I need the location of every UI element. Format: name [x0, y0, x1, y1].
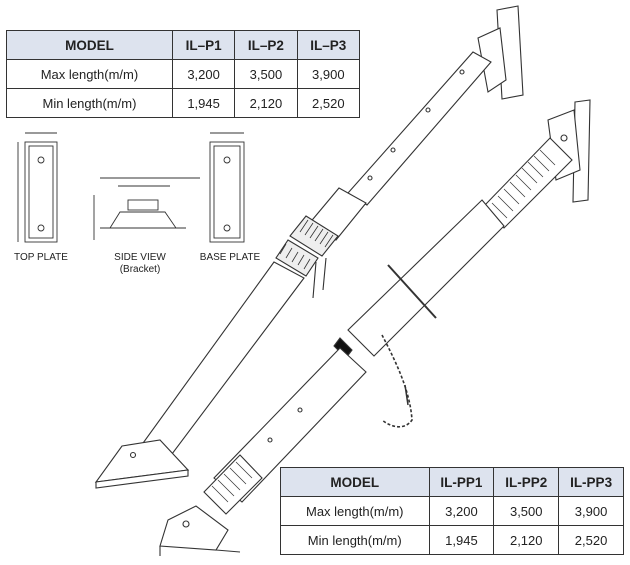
detail-side-view — [93, 177, 200, 240]
base-plate-label: BASE PLATE — [199, 252, 261, 263]
header-cell: MODEL — [280, 467, 430, 497]
row-label: Min length(m/m) — [280, 525, 430, 555]
table-cell: 3,200 — [171, 59, 236, 89]
row-label: Max length(m/m) — [6, 59, 173, 89]
table-cell: 2,520 — [558, 525, 624, 555]
header-cell: MODEL — [6, 30, 173, 60]
table-cell: 2,520 — [296, 88, 361, 118]
row-label: Min length(m/m) — [6, 88, 173, 118]
top-plate-label: TOP PLATE — [14, 252, 68, 263]
table-cell: 3,900 — [558, 496, 624, 526]
table-cell: 3,200 — [428, 496, 495, 526]
table-cell: 3,900 — [296, 59, 361, 89]
table-row: Min length(m/m) 1,945 2,120 2,520 — [6, 88, 361, 118]
table-cell: 2,120 — [493, 525, 560, 555]
detail-base-plate — [209, 132, 245, 243]
detail-top-plate — [17, 132, 58, 243]
table-cell: 3,500 — [493, 496, 560, 526]
table-row: Max length(m/m) 3,200 3,500 3,900 — [6, 59, 361, 89]
side-view-label: SIDE VIEW — [114, 252, 166, 263]
header-cell: IL–P1 — [171, 30, 236, 60]
table-header-row: MODEL IL–P1 IL–P2 IL–P3 — [6, 30, 361, 60]
table-cell: 2,120 — [234, 88, 298, 118]
header-cell: IL–P3 — [296, 30, 361, 60]
table-cell: 1,945 — [171, 88, 236, 118]
table-row: Max length(m/m) 3,200 3,500 3,900 — [280, 496, 624, 526]
side-view-sub-label: (Bracket) — [119, 264, 161, 275]
header-cell: IL-PP3 — [558, 467, 624, 497]
header-cell: IL–P2 — [234, 30, 298, 60]
header-cell: IL-PP1 — [428, 467, 495, 497]
spec-table-il-pp: MODEL IL-PP1 IL-PP2 IL-PP3 Max length(m/… — [280, 467, 624, 555]
table-row: Min length(m/m) 1,945 2,120 2,520 — [280, 525, 624, 555]
table-cell: 1,945 — [428, 525, 495, 555]
row-label: Max length(m/m) — [280, 496, 430, 526]
table-cell: 3,500 — [234, 59, 298, 89]
prop-il-pp — [159, 99, 591, 556]
table-header-row: MODEL IL-PP1 IL-PP2 IL-PP3 — [280, 467, 624, 497]
header-cell: IL-PP2 — [493, 467, 560, 497]
prop-il-p — [94, 5, 524, 489]
spec-table-il-p: MODEL IL–P1 IL–P2 IL–P3 Max length(m/m) … — [6, 30, 361, 118]
